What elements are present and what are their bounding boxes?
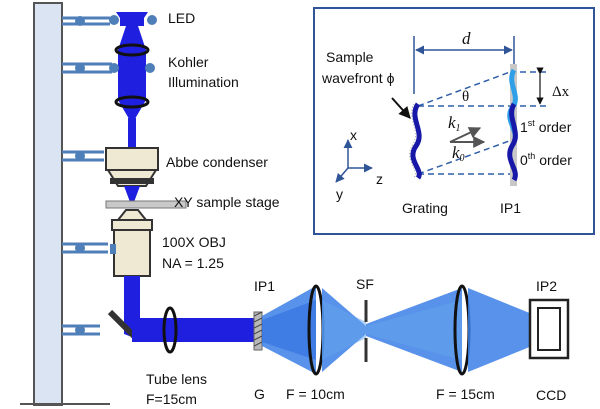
f15-label: F = 15cm [436,386,495,402]
zeroth-order-label: 0th order [520,151,572,168]
kohler-lens-bottom [114,95,150,109]
objective-label-line1: 100X OBJ [162,234,226,250]
grating-inset-panel: d Δx Sample wavefront ϕ θ k1 k0 [313,7,595,235]
k0-label: k0 [452,143,465,164]
delta-x-label: Δx [552,84,570,100]
axis-x-label: x [350,127,357,143]
abbe-condenser-label: Abbe condenser [166,154,268,170]
k1-vector [449,127,482,143]
grating-wavefront [410,102,422,180]
ip2-label: IP2 [536,278,557,294]
inset-grating-label: Grating [402,200,448,216]
ccd-camera-icon [528,298,570,360]
sample-label-line2: wavefront ϕ [321,70,395,86]
kohler-label-line1: Kohler [168,54,209,70]
objective-icon [110,209,153,277]
kohler-beam [118,26,146,124]
sample-label-line1: Sample [326,49,374,65]
tube-lens-focal-label: F=15cm [146,391,197,407]
objective-beam [124,276,140,316]
led-label: LED [168,10,195,26]
ip1-label: IP1 [254,278,275,294]
inset-ip1-label: IP1 [500,200,521,216]
xy-sample-stage [105,200,187,209]
tube-lens-label: Tube lens [146,371,207,387]
sample-wavefront-arrow [391,97,411,119]
theta-label: θ [462,89,469,105]
zeroth-order-wave [507,102,518,182]
condenser-icon [105,147,159,187]
kohler-label-line2: Illumination [168,74,239,90]
support-pole [33,2,63,406]
coordinate-axes [335,139,373,183]
condenser-beam [124,186,140,202]
grating-icon [253,311,263,351]
grating-label: G [254,386,265,402]
sample-stage-label: XY sample stage [174,194,280,210]
axis-z-label: z [376,171,383,187]
first-order-label: 1st order [520,118,572,135]
kohler-lens-top [114,43,150,57]
f10-label: F = 10cm [286,386,345,402]
ccd-label: CCD [536,387,566,403]
led-source [109,12,157,26]
objective-label-line2: NA = 1.25 [162,255,224,271]
k1-label: k1 [448,113,461,134]
illumination-beam [128,118,136,150]
spatial-filter-label: SF [356,276,374,292]
d-label: d [462,29,471,48]
mount-clamps [62,16,112,336]
axis-y-label: y [336,186,343,202]
relay-beam [132,318,262,342]
tube-lens [162,306,178,354]
imaging-beam [468,288,532,372]
